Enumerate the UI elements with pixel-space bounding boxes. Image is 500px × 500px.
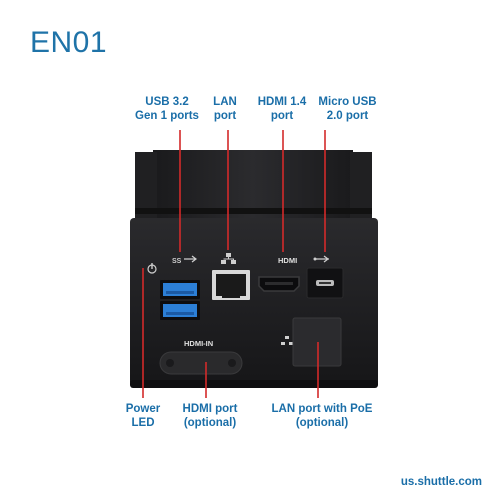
callout-usb-ports: USB 3.2 Gen 1 ports (135, 96, 199, 122)
hdmi-in-label: HDMI-IN (184, 339, 213, 348)
page-title: EN01 (30, 26, 108, 59)
callout-lan-port: LAN port (213, 96, 237, 122)
callout-hdmi-in-port: HDMI port (optional) (182, 403, 238, 429)
usb-icon (313, 255, 329, 263)
callout-hdmi-port: HDMI 1.4 port (257, 96, 307, 122)
network-icon (221, 253, 236, 264)
hdmi-in-cover (159, 351, 243, 375)
micro-usb-port (306, 267, 344, 299)
network-icon-poe (281, 336, 293, 345)
usb-port-1 (160, 280, 200, 299)
hdmi-port-label: HDMI (278, 256, 297, 265)
lan-poe-cover (292, 317, 342, 367)
usb-superspeed-icon: SS (172, 255, 197, 265)
usb-port-2 (160, 301, 200, 320)
callout-micro-usb-port: Micro USB 2.0 port (318, 96, 377, 122)
hdmi-port (258, 276, 300, 292)
device-top-left-ear (135, 152, 157, 218)
device-top-right-ear (350, 152, 372, 218)
pointer-lines (142, 130, 326, 398)
lan-port (212, 270, 250, 300)
footer-url: us.shuttle.com (400, 476, 482, 488)
power-icon (147, 263, 157, 274)
svg-text:SS: SS (172, 258, 182, 265)
callout-lan-poe-port: LAN port with PoE (optional) (271, 403, 373, 429)
callout-power-led: Power LED (125, 403, 161, 429)
